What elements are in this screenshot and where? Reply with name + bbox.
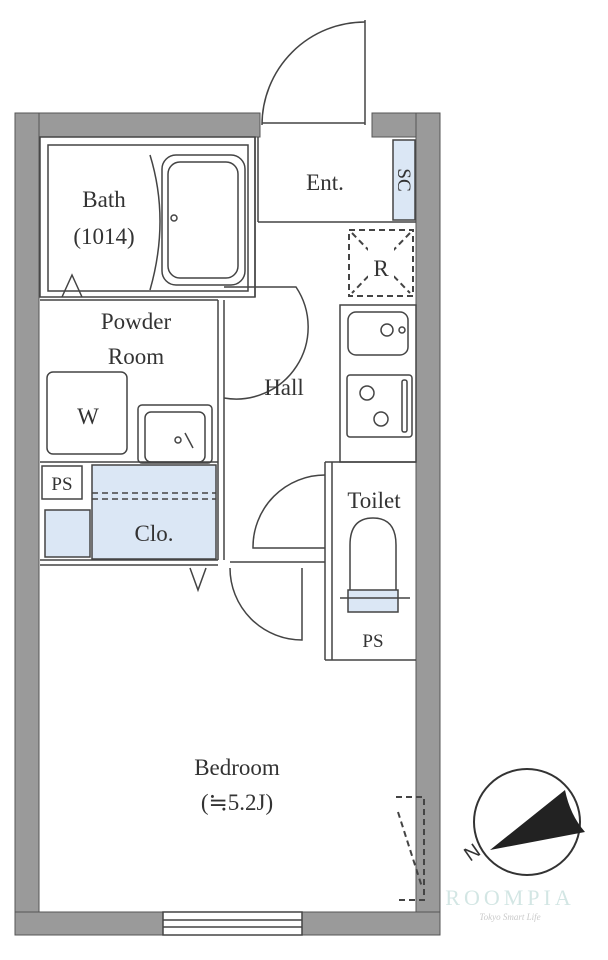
window (162, 911, 303, 936)
compass-needle-icon (490, 790, 585, 850)
powder-room-door[interactable] (223, 286, 309, 400)
closet-door[interactable] (189, 567, 207, 593)
dashed-fixture (396, 796, 425, 901)
interior-walls (39, 136, 416, 661)
entrance-door[interactable] (261, 20, 366, 126)
kitchen-counter (339, 304, 417, 463)
hall-label: Hall (264, 375, 304, 400)
roompia-watermark: ROOMPIA Tokyo Smart Life (445, 885, 574, 922)
bedroom-size-label: (≒5.2J) (201, 790, 273, 815)
closet-label: Clo. (135, 521, 174, 546)
washing-machine (46, 371, 128, 455)
closet-side-storage (44, 509, 91, 558)
pipe-space-right-label: PS (362, 631, 383, 652)
stove (346, 374, 413, 438)
watermark-tagline: Tokyo Smart Life (479, 912, 540, 922)
kitchen-sink (347, 311, 409, 356)
powder-room-label-1: Powder (101, 309, 172, 334)
wash-basin (137, 404, 213, 464)
bathtub (149, 154, 246, 291)
shoe-closet-label: SC (393, 168, 414, 191)
pipe-space-left-label: PS (51, 474, 72, 495)
closet (91, 464, 217, 560)
toilet-door[interactable] (252, 474, 326, 549)
watermark-brand: ROOMPIA (445, 885, 574, 910)
bath-label: Bath (82, 187, 126, 212)
washer-label: W (77, 404, 99, 429)
compass: N (460, 768, 585, 876)
powder-room-label-2: Room (108, 344, 164, 369)
pipe-space-left (41, 465, 83, 500)
toilet-fixture (340, 517, 410, 613)
entrance-label: Ent. (306, 170, 344, 195)
toilet-label: Toilet (347, 488, 401, 513)
refrigerator-label: R (373, 256, 389, 281)
bedroom-label: Bedroom (194, 755, 280, 780)
bath-size-label: (1014) (73, 224, 134, 249)
refrigerator-space (348, 229, 414, 297)
shoe-closet (392, 139, 416, 221)
bedroom-door[interactable] (229, 567, 303, 641)
bath-door[interactable] (61, 273, 83, 298)
